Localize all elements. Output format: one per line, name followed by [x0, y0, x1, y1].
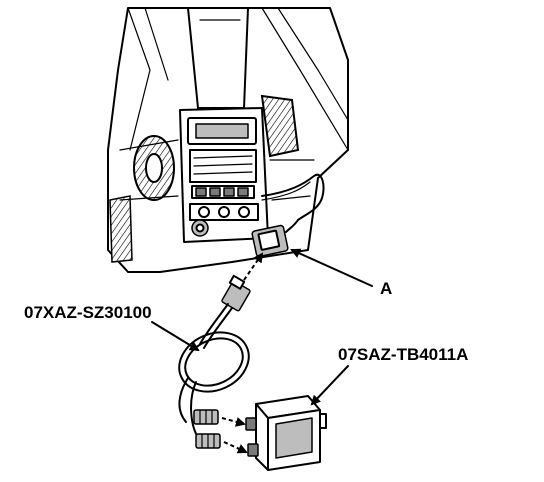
- connect-arrow-plug-1: [221, 417, 246, 427]
- connect-arrow-plug-2: [223, 441, 248, 454]
- connect-arrow-a: [243, 252, 264, 281]
- callout-cable-leader: [151, 321, 200, 352]
- test-harness-cable: [178, 274, 251, 449]
- callout-a-label: A: [380, 279, 392, 298]
- tool-box-label: 07SAZ-TB4011A: [338, 345, 468, 364]
- callout-a-leader: [290, 248, 373, 287]
- vehicle-connector-a: [251, 219, 299, 258]
- tool-cable-label: 07XAZ-SZ30100: [24, 303, 152, 322]
- dashboard-console: [107, 7, 349, 273]
- callout-box-leader: [310, 365, 349, 406]
- test-box: [245, 395, 327, 471]
